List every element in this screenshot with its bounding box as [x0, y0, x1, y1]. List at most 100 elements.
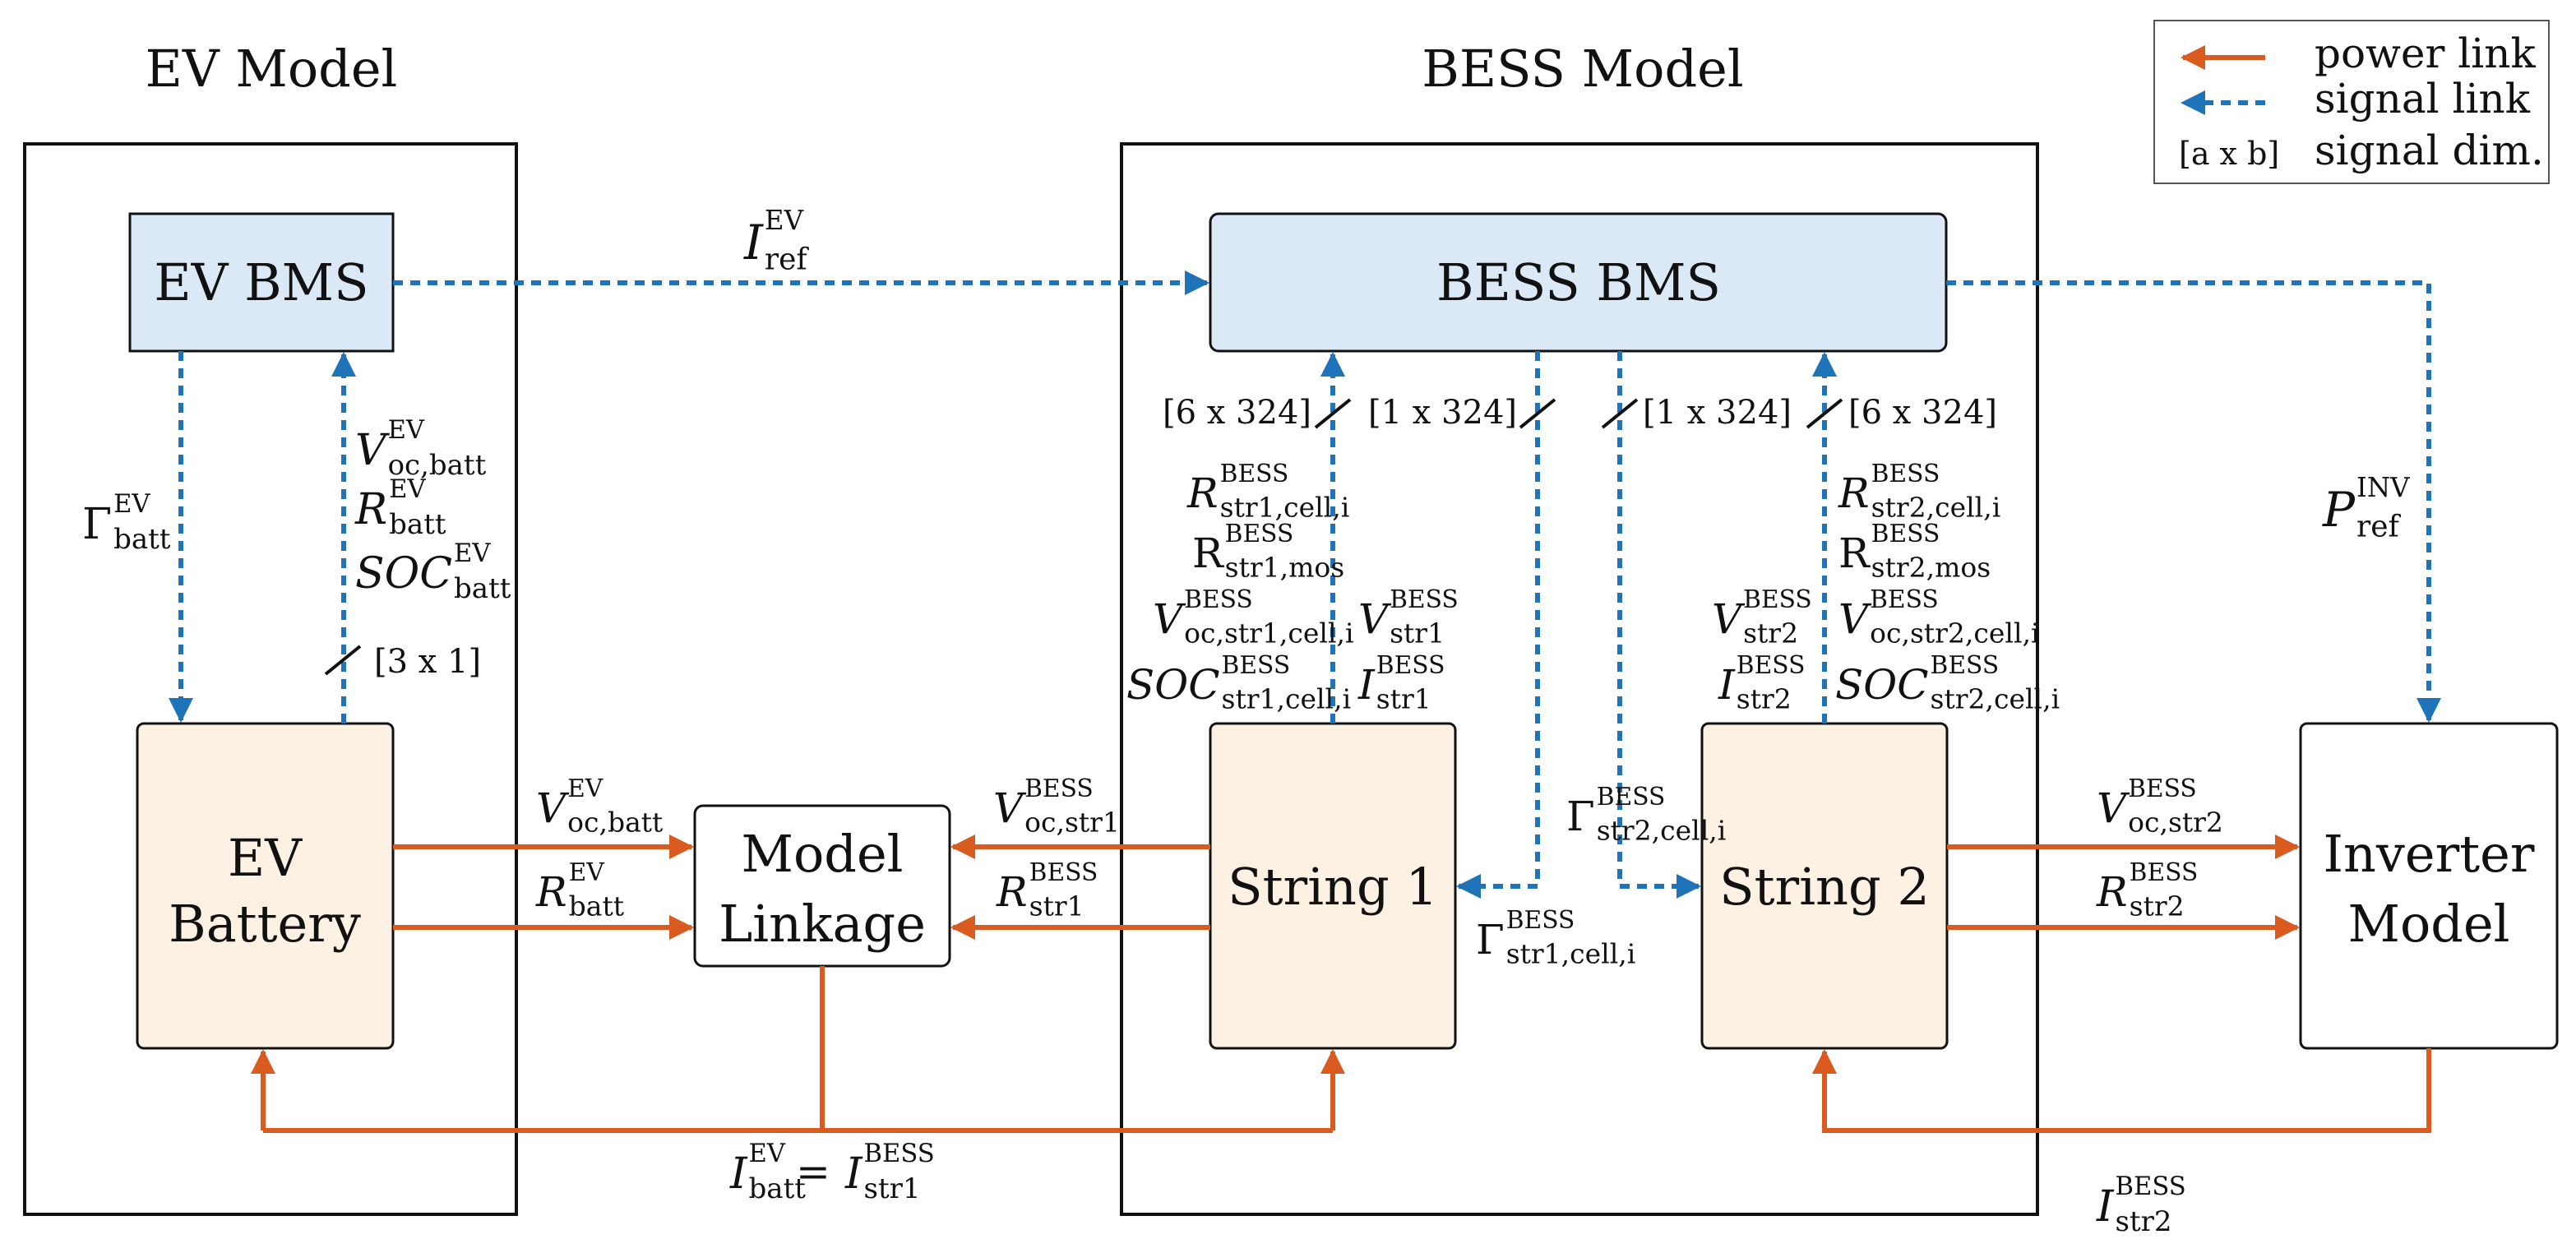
label-main: R [1838, 469, 1870, 517]
label-subscript: batt [389, 508, 446, 541]
label-subscript: batt [454, 572, 511, 605]
label-main: V [2097, 784, 2130, 832]
label-superscript: EV [569, 858, 605, 887]
label-main: I [2096, 1182, 2115, 1232]
label-subscript: oc,str1 [1024, 807, 1120, 839]
ev-battery-label-2: Battery [169, 894, 361, 954]
ev-model-frame [23, 142, 518, 1216]
label-superscript: BESS [1871, 460, 1940, 488]
label-main: R [1838, 529, 1871, 577]
signal-links [169, 270, 2441, 899]
signal-bessbms-to-string1 [1456, 351, 1540, 899]
label-main: R [1192, 529, 1224, 577]
dim-s1-up-label: [6 x 324] [1163, 394, 1311, 432]
label-subscript: str1 [1390, 617, 1445, 650]
label-main: Γ [1476, 916, 1505, 964]
label-subscript: ref [765, 243, 810, 277]
label-main: SOC [1126, 661, 1220, 709]
dim-ev-label: [3 x 1] [374, 643, 481, 681]
label-subscript: str2,mos [1871, 552, 1991, 584]
power-inverter-to-string2 [1812, 1048, 2431, 1133]
label-superscript: BESS [2116, 1172, 2186, 1201]
label-main: I [729, 1149, 748, 1199]
ev-model-title: EV Model [146, 39, 398, 99]
dim-s2-down-label: [1 x 324] [1643, 394, 1792, 432]
label-superscript: BESS [1870, 585, 1939, 614]
ev-bms-block [128, 212, 395, 353]
label-subscript: str2 [2116, 1205, 2172, 1238]
model-linkage-label-1: Model [741, 824, 903, 884]
label-subscript: batt [569, 890, 624, 922]
label-subscript: str1 [1376, 683, 1431, 715]
label-main: V [536, 784, 570, 832]
label-main: R [2096, 868, 2128, 916]
label-superscript: BESS [1184, 585, 1253, 614]
string2-label: String 2 [1719, 857, 1930, 917]
label-superscript: EV [454, 539, 491, 568]
label-subscript: oc,batt [567, 807, 663, 839]
label-subscript: str1,cell,i [1222, 683, 1352, 715]
label-superscript: BESS [1390, 585, 1459, 614]
ev-battery-label-1: EV [228, 828, 303, 888]
label-main: V [355, 426, 390, 475]
legend: power link signal link [a x b] signal di… [2153, 20, 2550, 184]
label-superscript: BESS [1029, 858, 1098, 887]
string1-label: String 1 [1228, 857, 1438, 917]
label-subscript: str2,cell,i [1871, 492, 2001, 524]
label-superscript: BESS [1597, 783, 1666, 811]
label-subscript: str2 [2130, 890, 2185, 922]
label-main: Γ [1566, 793, 1595, 840]
inverter-block [2299, 722, 2559, 1050]
legend-box [2153, 20, 2550, 184]
label-superscript: BESS [1737, 651, 1806, 680]
label-main: V [1712, 595, 1746, 643]
label-subscript: oc,str1,cell,i [1184, 617, 1353, 650]
dim-tick-s2-up [1806, 398, 1843, 429]
label-subscript: ref [2356, 511, 2402, 544]
label-main: I [1718, 661, 1736, 709]
label-superscript: BESS [1220, 460, 1289, 488]
label-superscript: BESS [1743, 585, 1812, 614]
legend-dim-label: signal dim. [2315, 127, 2544, 174]
dim-tick-s1-down [1519, 398, 1556, 429]
label-subscript: batt [113, 523, 171, 556]
ev-battery-block [136, 722, 395, 1050]
label-superscript: EV [765, 205, 804, 236]
label-main: V [1358, 595, 1392, 643]
dim-tick-s2-down [1601, 398, 1639, 429]
label-subscript: str1 [864, 1172, 921, 1205]
label-subscript: str1,cell,i [1220, 492, 1350, 524]
label-subscript: str1,mos [1225, 552, 1345, 584]
power-links [251, 834, 2431, 1133]
label-main: R [354, 485, 387, 534]
label-subscript: oc,batt [388, 449, 487, 482]
label-superscript: EV [113, 490, 150, 519]
label-subscript: oc,str2,cell,i [1870, 617, 2039, 650]
label-superscript: INV [2356, 472, 2410, 503]
label-superscript: BESS [1506, 906, 1575, 935]
label-main: R [996, 868, 1028, 916]
label-superscript: BESS [1871, 520, 1940, 548]
label-superscript: BESS [1931, 651, 2000, 680]
label-subscript: str2,cell,i [1597, 815, 1727, 847]
dimension-ticks [324, 398, 1843, 676]
label-superscript: BESS [1225, 520, 1294, 548]
equals-sign: = [796, 1148, 830, 1195]
label-main: R [1186, 469, 1219, 517]
ev-bms-label: EV BMS [154, 252, 368, 312]
bess-model-title: BESS Model [1422, 39, 1743, 99]
